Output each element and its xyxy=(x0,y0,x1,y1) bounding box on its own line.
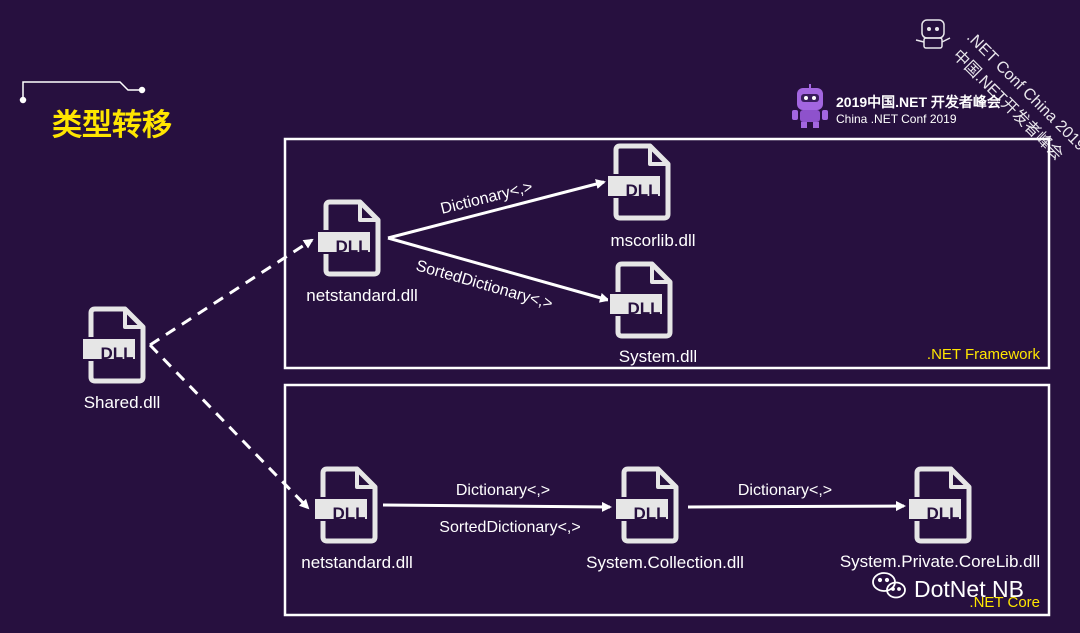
edge-label-sorted-core: SortedDictionary<,> xyxy=(439,519,580,536)
conference-name-en: China .NET Conf 2019 xyxy=(836,112,957,126)
dll-icon-text: DLL xyxy=(633,504,666,523)
corelib-node: DLL System.Private.CoreLib.dll xyxy=(840,469,1040,571)
arrow-to-corelib xyxy=(687,501,906,512)
dll-icon-text: DLL xyxy=(100,344,133,363)
robot-sketch-icon xyxy=(915,19,951,49)
dll-icon-text: DLL xyxy=(627,299,660,318)
edge-label-dictionary-core-2: Dictionary<,> xyxy=(738,482,832,499)
collection-node: DLL System.Collection.dll xyxy=(586,469,744,572)
circuit-decoration xyxy=(19,81,146,104)
conference-name-cn: 2019中国.NET 开发者峰会 xyxy=(836,94,1002,110)
framework-arrows xyxy=(387,179,610,303)
conference-logo: 2019中国.NET 开发者峰会 China .NET Conf 2019 xyxy=(792,84,1002,128)
core-netstandard-node: DLL netstandard.dll xyxy=(301,469,413,572)
dashed-arrows xyxy=(148,238,314,510)
slide-title: 类型转移 xyxy=(52,108,172,143)
arrow-shared-to-framework xyxy=(149,238,314,347)
dll-icon-text: DLL xyxy=(625,181,658,200)
shared-dll-label: Shared.dll xyxy=(84,393,161,412)
arrow-to-collection xyxy=(382,501,612,512)
arrow-to-system xyxy=(387,236,610,303)
system-dll-label: System.dll xyxy=(619,347,697,366)
conference-watermark: .NET Conf China 2019 中国.NET开发者峰会 xyxy=(915,19,1080,164)
framework-group: .NET Framework xyxy=(283,137,1051,370)
mscorlib-node: DLL mscorlib.dll xyxy=(606,146,696,250)
watermark-line-en: .NET Conf China 2019 xyxy=(963,29,1080,155)
framework-box xyxy=(283,137,1051,370)
core-box-label: .NET Core xyxy=(969,594,1040,611)
arrow-to-mscorlib xyxy=(387,179,606,240)
fw-netstandard-label: netstandard.dll xyxy=(306,286,418,305)
dll-icon-text: DLL xyxy=(335,237,368,256)
core-box xyxy=(283,383,1051,617)
core-arrows xyxy=(382,501,906,512)
core-group: .NET Core xyxy=(283,383,1051,617)
system-dll-node: DLL System.dll xyxy=(608,264,697,366)
wechat-account-name: DotNet NB xyxy=(914,576,1024,602)
framework-box-label: .NET Framework xyxy=(927,346,1041,363)
wechat-watermark: DotNet NB xyxy=(872,572,1024,602)
collection-label: System.Collection.dll xyxy=(586,553,744,572)
mscorlib-label: mscorlib.dll xyxy=(610,231,695,250)
fw-netstandard-node: DLL netstandard.dll xyxy=(306,202,418,305)
shared-dll-node: DLL Shared.dll xyxy=(81,309,160,412)
corelib-label: System.Private.CoreLib.dll xyxy=(840,552,1040,571)
wechat-icon xyxy=(872,572,906,599)
robot-mascot-icon xyxy=(792,84,828,128)
core-netstandard-label: netstandard.dll xyxy=(301,553,413,572)
dll-icon-text: DLL xyxy=(332,504,365,523)
dll-icon-text: DLL xyxy=(926,504,959,523)
edge-label-dictionary-core-1: Dictionary<,> xyxy=(456,482,550,499)
